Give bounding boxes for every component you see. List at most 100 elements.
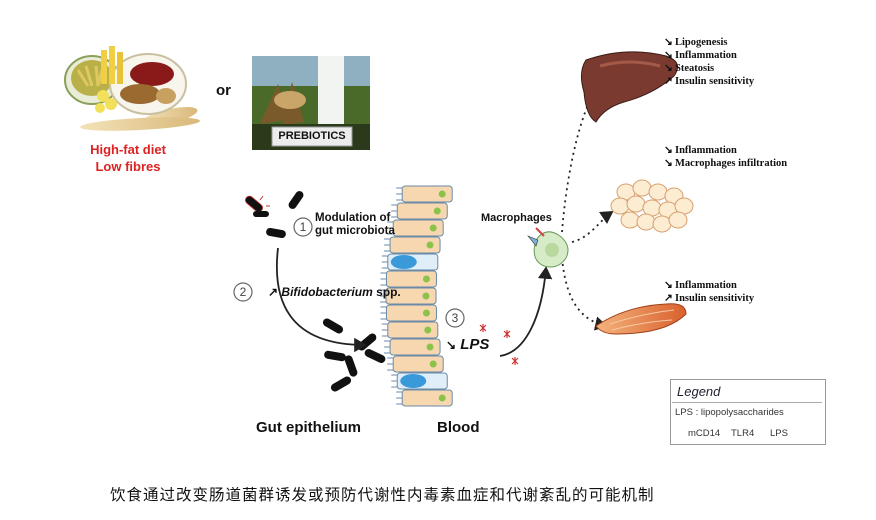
cell-nucleus <box>422 275 430 283</box>
effect-row: ↘Inflammation <box>664 279 754 292</box>
decrease-arrow-icon: ↘ <box>664 280 673 291</box>
cell-nucleus <box>422 309 430 317</box>
diet-line1: High-fat diet <box>90 142 166 157</box>
figure-caption: 饮食通过改变肠道菌群诱发或预防代谢性内毒素血症和代谢紊乱的可能机制 <box>110 486 655 504</box>
step-1-line1: Modulation of <box>315 212 391 224</box>
bacteria-group-top <box>245 191 304 239</box>
effect-text: Steatosis <box>675 63 715 74</box>
bifidobacterium-label: Bifidobacterium <box>281 285 373 299</box>
step-2-number: 2 <box>239 285 247 299</box>
bacteria-group-bottom <box>322 318 386 392</box>
high-fat-food-illustration <box>64 46 200 131</box>
decrease-arrow-icon: ↘ <box>664 50 673 61</box>
cell-nucleus <box>426 343 434 351</box>
macrophage-cell <box>527 227 569 268</box>
decrease-arrow-icon: ↘ <box>664 37 673 48</box>
microvilli <box>391 204 398 218</box>
effect-row: ↗Insulin sensitivity <box>664 292 754 305</box>
effect-text: Macrophages infiltration <box>675 158 788 169</box>
muscle-tissue <box>595 303 687 335</box>
cell-nucleus <box>422 292 430 300</box>
cell-nucleus <box>433 207 441 215</box>
effect-text: Insulin sensitivity <box>675 76 755 87</box>
adipocyte <box>652 215 672 233</box>
lps-label: ↘ LPS <box>446 336 489 353</box>
goblet-cell <box>400 374 427 388</box>
effect-text: Lipogenesis <box>675 37 728 48</box>
step-1-label: Modulation of gut microbiota <box>315 212 395 238</box>
microvilli <box>380 272 387 286</box>
adipose-effects: ↘Inflammation ↘Macrophages infiltration <box>664 144 787 170</box>
microvilli <box>396 391 403 405</box>
liver-effects: ↘Lipogenesis ↘Inflammation ↘Steatosis ↗I… <box>664 36 754 88</box>
gut-epithelium <box>380 185 453 407</box>
gut-epithelium-label: Gut epithelium <box>256 419 361 436</box>
cell-nucleus <box>426 241 434 249</box>
effect-row: ↘Inflammation <box>664 49 754 62</box>
cell-nucleus <box>438 190 446 198</box>
liver-organ <box>580 51 679 123</box>
lps-text: LPS <box>460 336 490 353</box>
step-2-label: ↗ Bifidobacterium spp. <box>268 286 401 299</box>
adipocyte <box>632 179 652 197</box>
step-markers <box>233 217 465 328</box>
adipocyte <box>610 197 630 215</box>
legend-item-lps: LPS <box>770 428 788 439</box>
microvilli <box>387 357 394 371</box>
spp-suffix: spp. <box>372 285 401 299</box>
diet-line2: Low fibres <box>95 159 161 174</box>
decrease-arrow-icon: ↘ <box>664 63 673 74</box>
effect-row: ↗Insulin sensitivity <box>664 75 754 88</box>
increase-arrow-icon: ↗ <box>664 293 673 304</box>
microvilli <box>381 255 388 269</box>
diet-label: High-fat diet Low fibres <box>78 141 178 175</box>
microvilli <box>384 340 391 354</box>
cell-nucleus <box>429 360 437 368</box>
effect-text: Inflammation <box>675 280 737 291</box>
effect-text: Insulin sensitivity <box>675 293 755 304</box>
adipocyte <box>626 195 646 213</box>
legend-item-mcd14: mCD14 <box>688 428 721 439</box>
effect-row: ↘Macrophages infiltration <box>664 157 787 170</box>
cell-nucleus <box>424 326 432 334</box>
legend-item-tlr4: TLR4 <box>731 428 755 439</box>
macrophages-label: Macrophages <box>481 212 552 224</box>
decrease-arrow-icon: ↘ <box>664 158 673 169</box>
lps-molecules <box>479 324 519 365</box>
blood-label: Blood <box>437 419 480 436</box>
adipocyte <box>620 211 640 229</box>
microvilli <box>380 289 386 303</box>
decrease-arrow-icon: ↘ <box>664 145 673 156</box>
increase-arrow-icon: ↗ <box>664 76 673 87</box>
goblet-cell <box>390 255 417 269</box>
prebiotics-label: PREBIOTICS <box>278 130 346 142</box>
legend-title: Legend <box>677 384 721 399</box>
adipocyte <box>636 213 656 231</box>
legend-subtitle: LPS : lipopolysaccharides <box>675 407 784 418</box>
legend-box <box>670 379 826 445</box>
adipocyte <box>648 183 668 201</box>
effect-row: ↘Lipogenesis <box>664 36 754 49</box>
legend-divider <box>672 402 822 403</box>
effect-row: ↘Inflammation <box>664 144 787 157</box>
microvilli <box>381 323 388 337</box>
microvilli <box>384 238 391 252</box>
microvilli <box>391 374 398 388</box>
adipocyte <box>668 211 688 229</box>
decrease-arrow-icon: ↘ <box>446 338 457 352</box>
cell-nucleus <box>438 394 446 402</box>
or-label: or <box>216 82 231 99</box>
microvilli <box>387 221 394 235</box>
prebiotics-photo <box>252 56 370 150</box>
step-1-line2: gut microbiota <box>315 225 395 237</box>
step-3-number: 3 <box>451 311 459 325</box>
adipose-tissue <box>610 179 694 233</box>
effect-text: Inflammation <box>675 145 737 156</box>
step-1-number: 1 <box>299 220 307 234</box>
microvilli <box>396 187 403 201</box>
cell-nucleus <box>429 224 437 232</box>
increase-arrow-icon: ↗ <box>268 285 279 299</box>
effect-text: Inflammation <box>675 50 737 61</box>
microvilli <box>380 306 387 320</box>
